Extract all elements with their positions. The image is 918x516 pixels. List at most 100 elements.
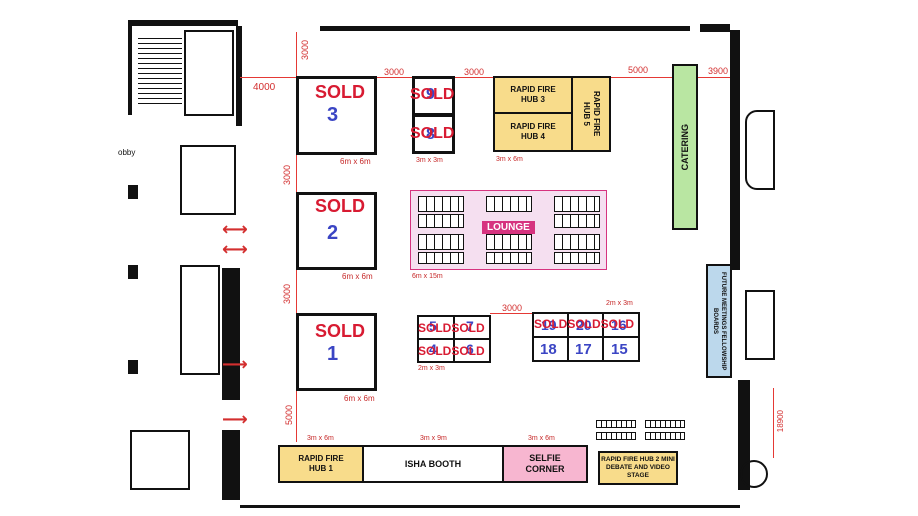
dimension-label: 5000 xyxy=(628,65,649,75)
booth-2-number: 2 xyxy=(327,222,339,244)
rapid-fire-hub-1[interactable]: RAPID FIRE HUB 1 xyxy=(278,445,364,483)
dimension-label: 3900 xyxy=(708,66,729,76)
top-wall-right xyxy=(700,24,730,32)
booth-4-number: 4 xyxy=(429,341,437,357)
catering-area[interactable]: CATERING xyxy=(672,64,698,230)
right-room-1 xyxy=(745,110,775,190)
top-wall-mid xyxy=(320,26,690,31)
booth-2-sold: SOLD xyxy=(315,196,366,216)
booth-9-number: 9 xyxy=(426,86,435,103)
dimension-label: 4000 xyxy=(253,82,276,93)
right-dimension-line xyxy=(773,388,774,458)
lounge-furniture xyxy=(418,196,600,264)
booth-6[interactable] xyxy=(453,338,491,363)
booth-9-8-size: 3m x 3m xyxy=(416,157,443,164)
top-dimension-line xyxy=(240,77,730,78)
small-grid-size: 2m x 3m xyxy=(418,365,445,372)
booth-7-number: 7 xyxy=(466,318,474,334)
dimension-label: 3000 xyxy=(300,40,310,61)
dimension-label: 3000 xyxy=(282,165,292,186)
booth-1-sold: SOLD xyxy=(315,321,366,341)
booth-3-sold: SOLD xyxy=(315,82,366,102)
dimension-label: 5000 xyxy=(284,405,294,426)
right-column-top xyxy=(730,30,740,270)
isha-booth[interactable]: ISHA BOOTH xyxy=(362,445,504,483)
selfie-corner[interactable]: SELFIE CORNER xyxy=(502,445,588,483)
booth-15-number: 15 xyxy=(611,341,628,358)
small-grid-bottom-sold: SOLDSOLD xyxy=(418,344,485,358)
seating-row xyxy=(645,420,685,428)
future-meetings-board[interactable]: FUTURE MEETINGS FELLOWSHIP BOARDS xyxy=(706,264,732,378)
booth-3-number: 3 xyxy=(327,104,339,126)
left-stair-frame xyxy=(128,20,132,115)
booth-8[interactable] xyxy=(412,114,455,154)
dimension-label: 3000 xyxy=(502,303,523,313)
lift-box xyxy=(184,30,234,116)
left-bottom-room xyxy=(130,430,190,490)
dimension-label: 3000 xyxy=(464,67,485,77)
seating-row xyxy=(645,432,685,440)
booth-1-size: 6m x 6m xyxy=(344,394,375,403)
stairs xyxy=(138,34,182,104)
dimension-label: 18900 xyxy=(776,410,785,433)
future-meetings-label: FUTURE MEETINGS FELLOWSHIP BOARDS xyxy=(712,271,726,371)
booth-17[interactable] xyxy=(567,336,604,362)
isha-booth-label: ISHA BOOTH xyxy=(404,459,462,469)
booth-5-number: 5 xyxy=(429,318,437,334)
left-pillar-bottom xyxy=(222,430,240,500)
selfie-size: 3m x 6m xyxy=(528,435,555,442)
booth-2-size: 6m x 6m xyxy=(342,272,373,281)
booth-1-number: 1 xyxy=(327,343,339,365)
booth-7[interactable] xyxy=(453,315,491,340)
left-small-3 xyxy=(128,360,138,374)
lounge-label: LOUNGE xyxy=(482,221,535,234)
seating-row xyxy=(596,420,636,428)
booth-15[interactable] xyxy=(602,336,640,362)
right-grid-size: 2m x 3m xyxy=(606,300,633,307)
lounge-size: 6m x 15m xyxy=(412,273,443,280)
left-small-1 xyxy=(128,185,138,199)
booth-18-number: 18 xyxy=(540,341,557,358)
catering-label: CATERING xyxy=(680,123,690,171)
booth-17-number: 17 xyxy=(575,341,592,358)
lobby-label: obby xyxy=(118,148,136,157)
booth-3-size: 6m x 6m xyxy=(340,157,371,166)
exit-arrow-icon: ⟶ xyxy=(222,409,248,429)
right-room-2 xyxy=(745,290,775,360)
right-grid-top-sold: SOLDSOLDSOLD xyxy=(534,317,635,331)
hub1-size: 3m x 6m xyxy=(307,435,334,442)
booth-8-number: 8 xyxy=(426,126,435,143)
top-wall-left xyxy=(128,20,238,26)
booth-6-number: 6 xyxy=(466,341,474,357)
exit-arrow-icon: ⟷ xyxy=(222,239,248,259)
left-room-2 xyxy=(180,265,220,375)
booth-3[interactable] xyxy=(296,76,377,155)
rapid-fire-hub-5[interactable]: RAPID FIRE HUB 5 xyxy=(571,76,611,152)
left-column-1 xyxy=(222,268,240,400)
booth-2[interactable] xyxy=(296,192,377,270)
left-small-2 xyxy=(128,265,138,279)
selfie-corner-label: SELFIE CORNER xyxy=(525,453,565,474)
booth-19[interactable] xyxy=(532,312,569,338)
bottom-wall xyxy=(240,505,740,508)
exit-arrow-icon: ⟷ xyxy=(222,219,248,239)
right-circle xyxy=(740,460,768,488)
rapid-fire-block-size: 3m x 6m xyxy=(496,156,523,163)
rapid-fire-hub-4[interactable]: RAPID FIRE HUB 4 xyxy=(493,112,573,152)
booth-16-number: 16 xyxy=(611,317,627,333)
small-grid-top-sold: SOLDSOLD xyxy=(418,321,485,335)
booth-20-number: 20 xyxy=(576,317,592,333)
rapid-fire-hub-2[interactable]: RAPID FIRE HUB 2 MINI DEBATE AND VIDEO S… xyxy=(598,451,678,485)
dimension-label: 3000 xyxy=(384,67,405,77)
booth-1[interactable] xyxy=(296,313,377,391)
seating-row xyxy=(596,432,636,440)
isha-size: 3m x 9m xyxy=(420,435,447,442)
left-room xyxy=(180,145,236,215)
booth-19-number: 19 xyxy=(541,317,557,333)
booth-8-sold: SOLD xyxy=(410,125,455,142)
dimension-label: 3000 xyxy=(282,284,292,305)
exit-arrow-icon: ⟶ xyxy=(222,354,248,374)
left-core-wall xyxy=(236,26,242,126)
booth-9-sold: SOLD xyxy=(410,86,455,103)
rapid-fire-hub-3[interactable]: RAPID FIRE HUB 3 xyxy=(493,76,573,114)
